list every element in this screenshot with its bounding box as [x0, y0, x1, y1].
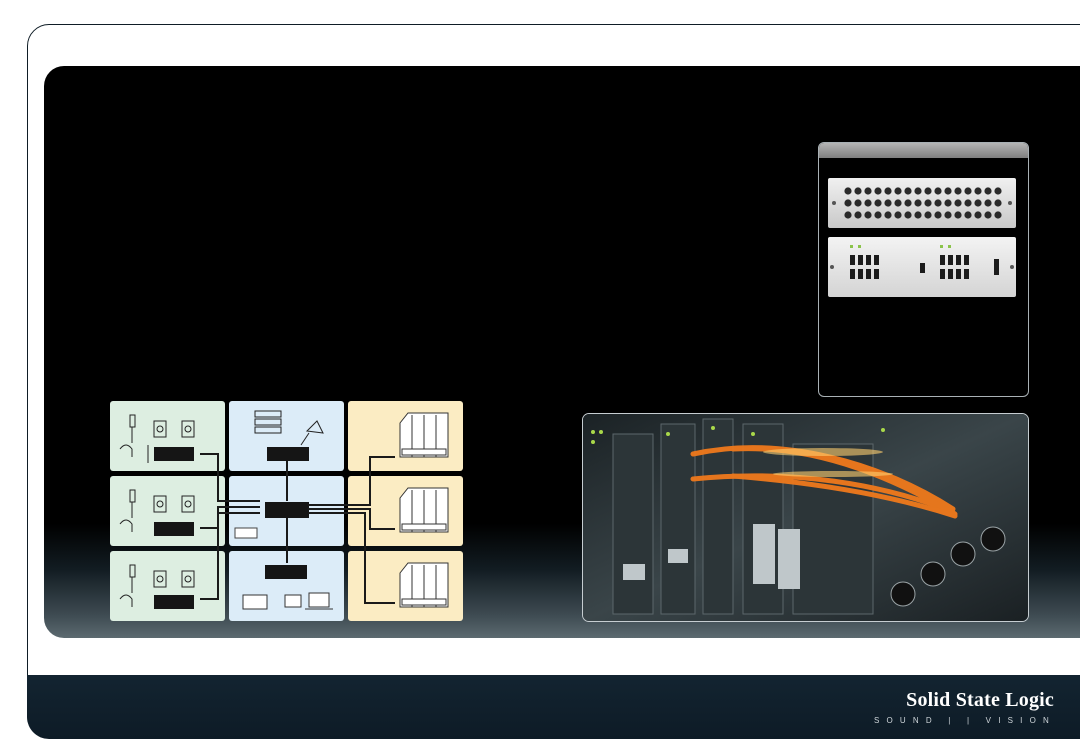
- laptop-icon: [242, 565, 333, 610]
- mixing-console-icon: [399, 487, 449, 533]
- rack-panel-header: [819, 143, 1028, 158]
- footer-band: [27, 675, 1080, 739]
- diagram-connections: [200, 453, 395, 604]
- fibre-cable-photo: [582, 413, 1029, 622]
- microphone-speaker-icon: [119, 564, 195, 609]
- router-modules-icon: [828, 237, 1016, 297]
- system-diagram: [110, 401, 463, 621]
- diagram-cell-console-1: [348, 401, 463, 471]
- diagram-cell-studio-3: [110, 551, 225, 621]
- rack-equipment-panel: [818, 142, 1029, 397]
- diagram-cell-console-2: [348, 476, 463, 546]
- router-unit-icon: [234, 502, 309, 539]
- satellite-dish-icon: [254, 410, 324, 461]
- brand-tagline: SOUND | | VISION: [873, 716, 1056, 725]
- diagram-cell-studio-1: [110, 401, 225, 471]
- diagram-cell-transmission: [229, 401, 344, 471]
- mixing-console-icon: [399, 562, 449, 608]
- microphone-speaker-icon: [119, 414, 195, 463]
- mixing-console-icon: [399, 412, 449, 458]
- connector-panel-icon: [828, 178, 1016, 228]
- diagram-cell-console-3: [348, 551, 463, 621]
- diagram-cell-studio-2: [110, 476, 225, 546]
- brand-logo-title: Solid State Logic: [906, 689, 1054, 711]
- microphone-speaker-icon: [119, 489, 195, 536]
- fibre-optic-cables-in-rack-icon: [583, 414, 1028, 621]
